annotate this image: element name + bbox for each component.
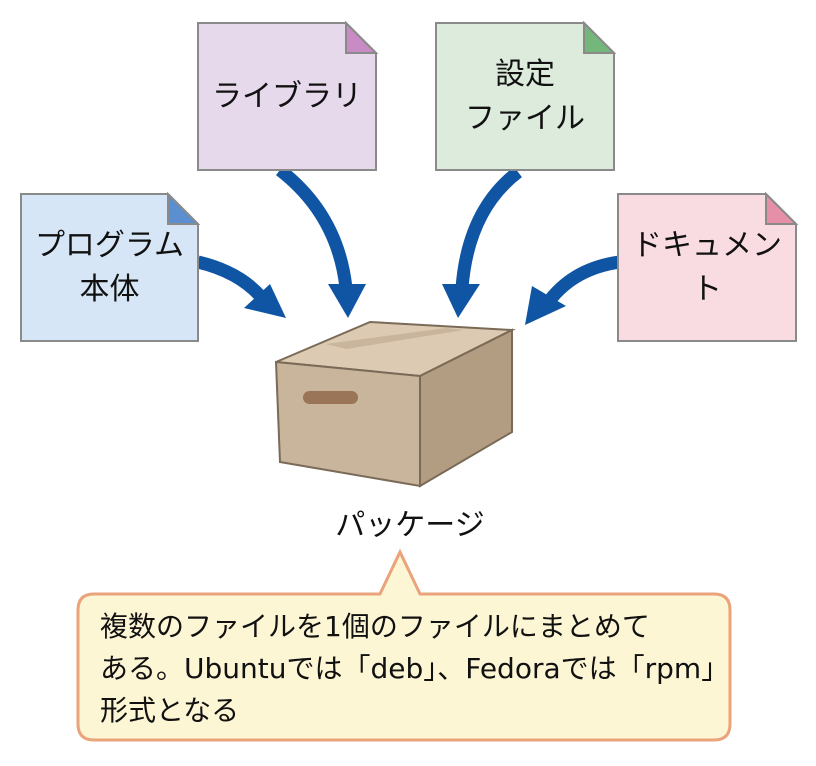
arrow-config-head (442, 284, 480, 318)
arrow-library (275, 164, 353, 289)
arrow-program-head (244, 284, 286, 318)
doc-docs-label: ドキュメント (632, 227, 782, 307)
doc-program (20, 191, 201, 342)
package-label: パッケージ (335, 508, 485, 543)
arrow-program (196, 255, 267, 303)
box-handle-hole (303, 391, 358, 404)
doc-program-sheet (20, 193, 199, 342)
box-tape (326, 328, 464, 349)
doc-docs (617, 191, 799, 342)
callout-line: 形式となる (100, 694, 240, 727)
arrow-docs (544, 255, 621, 305)
doc-config (435, 20, 617, 171)
arrow-docs-head (525, 286, 566, 325)
doc-program-label: プログラム 本体 (34, 227, 185, 307)
doc-config-sheet (435, 22, 615, 171)
box-side (419, 328, 513, 488)
callout-text: 複数のファイルを1個のファイルにまとめて ある。Ubuntuでは「deb」、Fe… (100, 606, 730, 732)
doc-program-fold-icon (167, 191, 201, 225)
callout-line: 複数のファイルを1個のファイルにまとめて (100, 610, 650, 643)
box-front (274, 360, 421, 488)
doc-library-fold-icon (345, 20, 379, 54)
arrow-library-head (328, 284, 366, 318)
callout-bubble (76, 548, 732, 742)
doc-library (197, 20, 379, 171)
doc-docs-sheet (617, 193, 797, 342)
doc-config-fold-icon (583, 20, 617, 54)
doc-library-sheet (197, 22, 377, 171)
arrows (196, 164, 621, 325)
cardboard-box-icon (274, 320, 516, 488)
callout-line: ある。Ubuntuでは「deb」、Fedoraでは「rpm」 (100, 652, 730, 685)
doc-config-label: 設定 ファイル (465, 56, 585, 136)
doc-docs-fold-icon (765, 191, 799, 225)
doc-library-label: ライブラリ (212, 78, 362, 114)
arrow-config (455, 166, 523, 289)
